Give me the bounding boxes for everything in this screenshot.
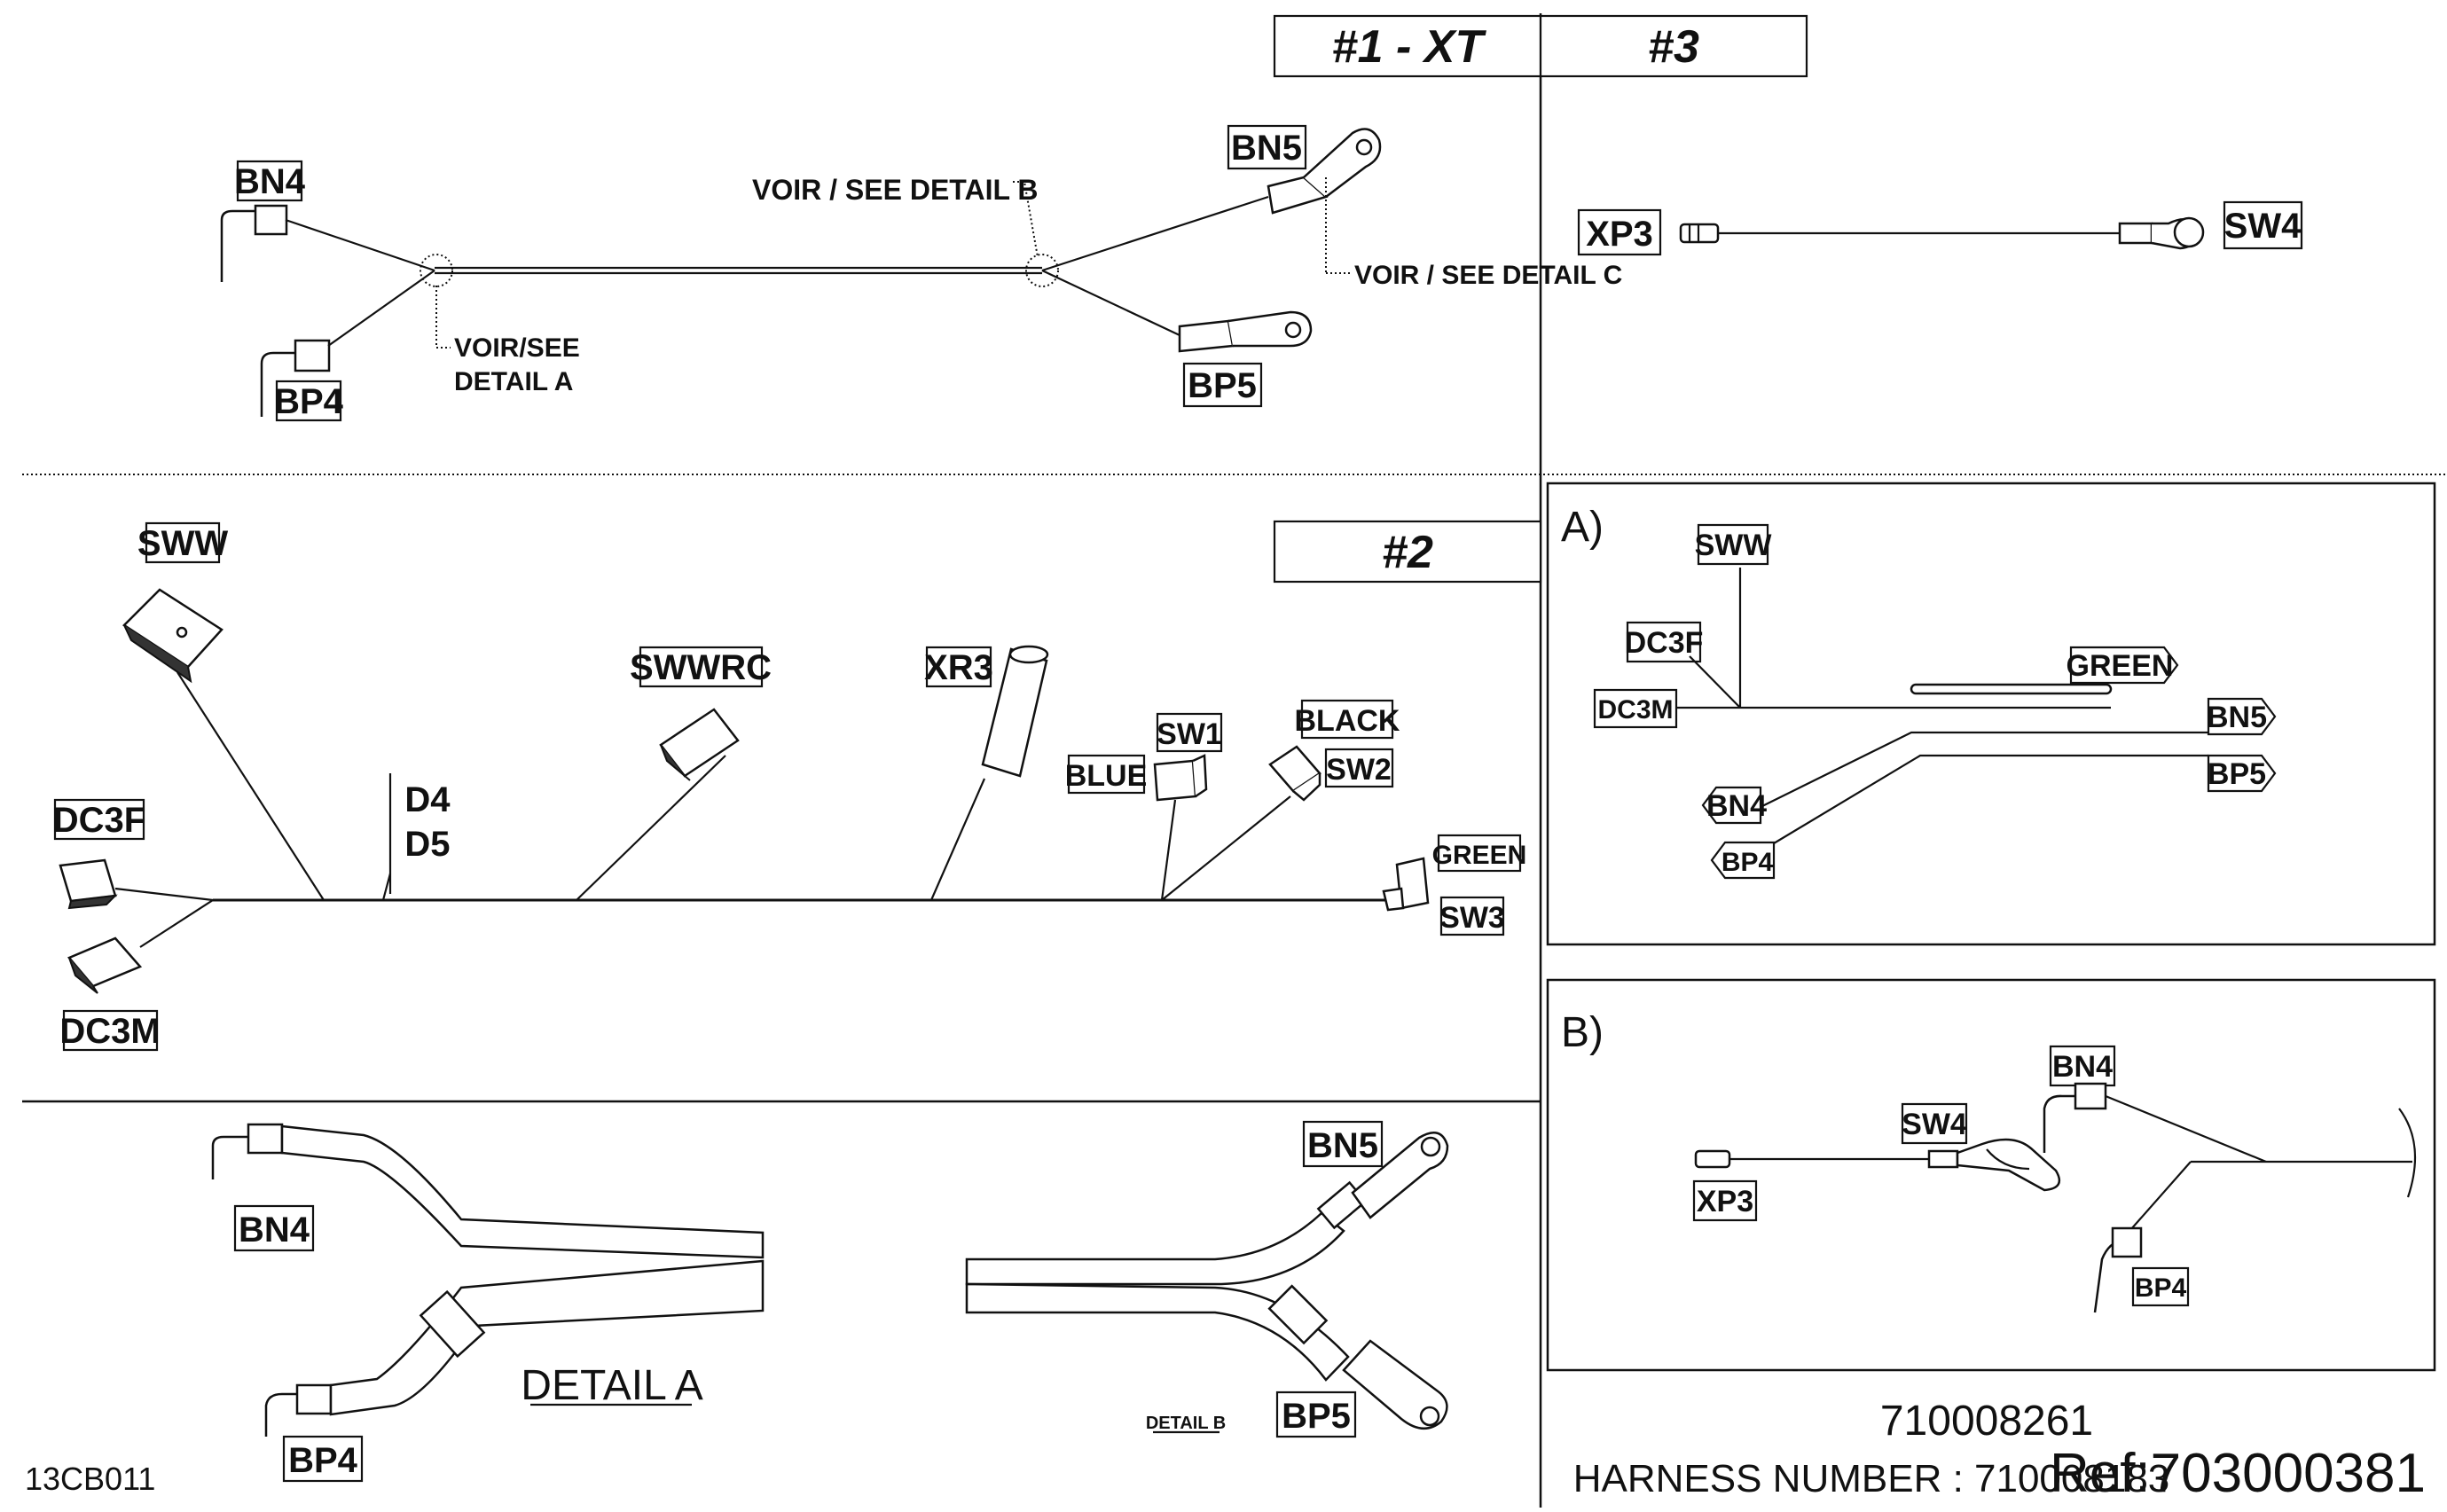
s2-label-dc3m: DC3M [59,1012,160,1051]
da-label-bn4: BN4 [1706,789,1767,823]
s2-label-xr3: XR3 [924,648,993,687]
db-label-sw4: SW4 [1902,1108,1967,1141]
bottom-label-bp5: BP5 [1282,1397,1351,1436]
drawing-code: 13CB011 [25,1461,155,1497]
bottom-details: BN4 BP4 DETAIL A BN5 BP5 DETAIL B 13CB01… [25,1120,1449,1497]
s2-label-swwrc: SWWRC [630,648,772,687]
da-label-bp5: BP5 [2208,757,2266,791]
detail-a-box-title: A) [1561,504,1604,551]
db-label-bp4: BP4 [2135,1273,2187,1303]
s3-label-sw4: SW4 [2224,207,2302,246]
bottom-detail-b-title: DETAIL B [1146,1414,1226,1433]
s2-label-sww: SWW [137,524,228,563]
detail-a-panel: A) SWW DC3F DC3M GREEN BN5 BP5 BN4 BP4 [1546,482,2436,946]
s2-label-d5: D5 [404,825,450,864]
footer: 710008261 HARNESS NUMBER : 710008183 Ref… [1573,1398,2426,1504]
s1-label-bp4: BP4 [274,382,344,421]
detail-b-box-title: B) [1561,1009,1604,1056]
bottom-label-bn5: BN5 [1307,1126,1378,1165]
db-label-xp3: XP3 [1697,1185,1753,1218]
section-3-harness: XP3 SW4 [1577,200,2303,256]
footer-part-number: 710008261 [1880,1398,2093,1445]
da-label-bp4: BP4 [1722,848,1774,877]
s2-label-blue: BLUE [1065,759,1148,793]
s1-see-detail-b: VOIR / SEE DETAIL B [752,174,1038,206]
section-1-harness: BN4 BP4 BN5 BP5 VOIR / SEE DETAIL B VOIR… [220,124,1622,422]
s2-label-dc3f: DC3F [53,801,145,840]
detail-b-panel: B) BN4 SW4 XP3 BP4 [1546,978,2436,1372]
da-label-bn5: BN5 [2207,701,2267,734]
section-2-harness: SWW DC3F DC3M D4 D5 SWWRC XR3 [53,521,1527,1052]
bottom-detail-a-title: DETAIL A [521,1362,702,1409]
footer-ref: Ref:703000381 [2050,1443,2426,1504]
s2-label-sw3: SW3 [1439,901,1505,935]
section-2-title: #2 [1382,527,1433,578]
s1-see-detail-a-2: DETAIL A [454,367,573,396]
section-1-title: #1 - XT [1332,21,1487,73]
s2-label-sw1: SW1 [1157,717,1222,751]
s2-label-black: BLACK [1295,704,1400,738]
bottom-label-bp4: BP4 [288,1441,358,1480]
da-label-sww: SWW [1695,529,1773,562]
s1-label-bn4: BN4 [234,162,306,201]
db-label-bn4: BN4 [2052,1050,2113,1084]
section-3-title: #3 [1648,21,1699,73]
da-label-dc3m: DC3M [1597,695,1673,725]
footer-harness-number: HARNESS NUMBER : 710008183 [1573,1457,2170,1500]
s1-label-bp5: BP5 [1188,366,1257,405]
section-dividers [22,13,2447,1508]
bottom-label-bn4: BN4 [239,1210,310,1250]
s1-see-detail-a-1: VOIR/SEE [454,333,580,363]
da-label-green: GREEN [2067,649,2174,683]
s2-label-sw2: SW2 [1326,753,1392,787]
s1-label-bn5: BN5 [1231,129,1302,168]
da-label-dc3f: DC3F [1625,626,1704,660]
s1-see-detail-c: VOIR / SEE DETAIL C [1354,261,1622,290]
section-headers: #1 - XT #3 #2 [1273,14,1808,584]
s2-label-green: GREEN [1432,841,1527,870]
s3-label-xp3: XP3 [1586,215,1653,254]
s2-label-d4: D4 [404,780,451,819]
